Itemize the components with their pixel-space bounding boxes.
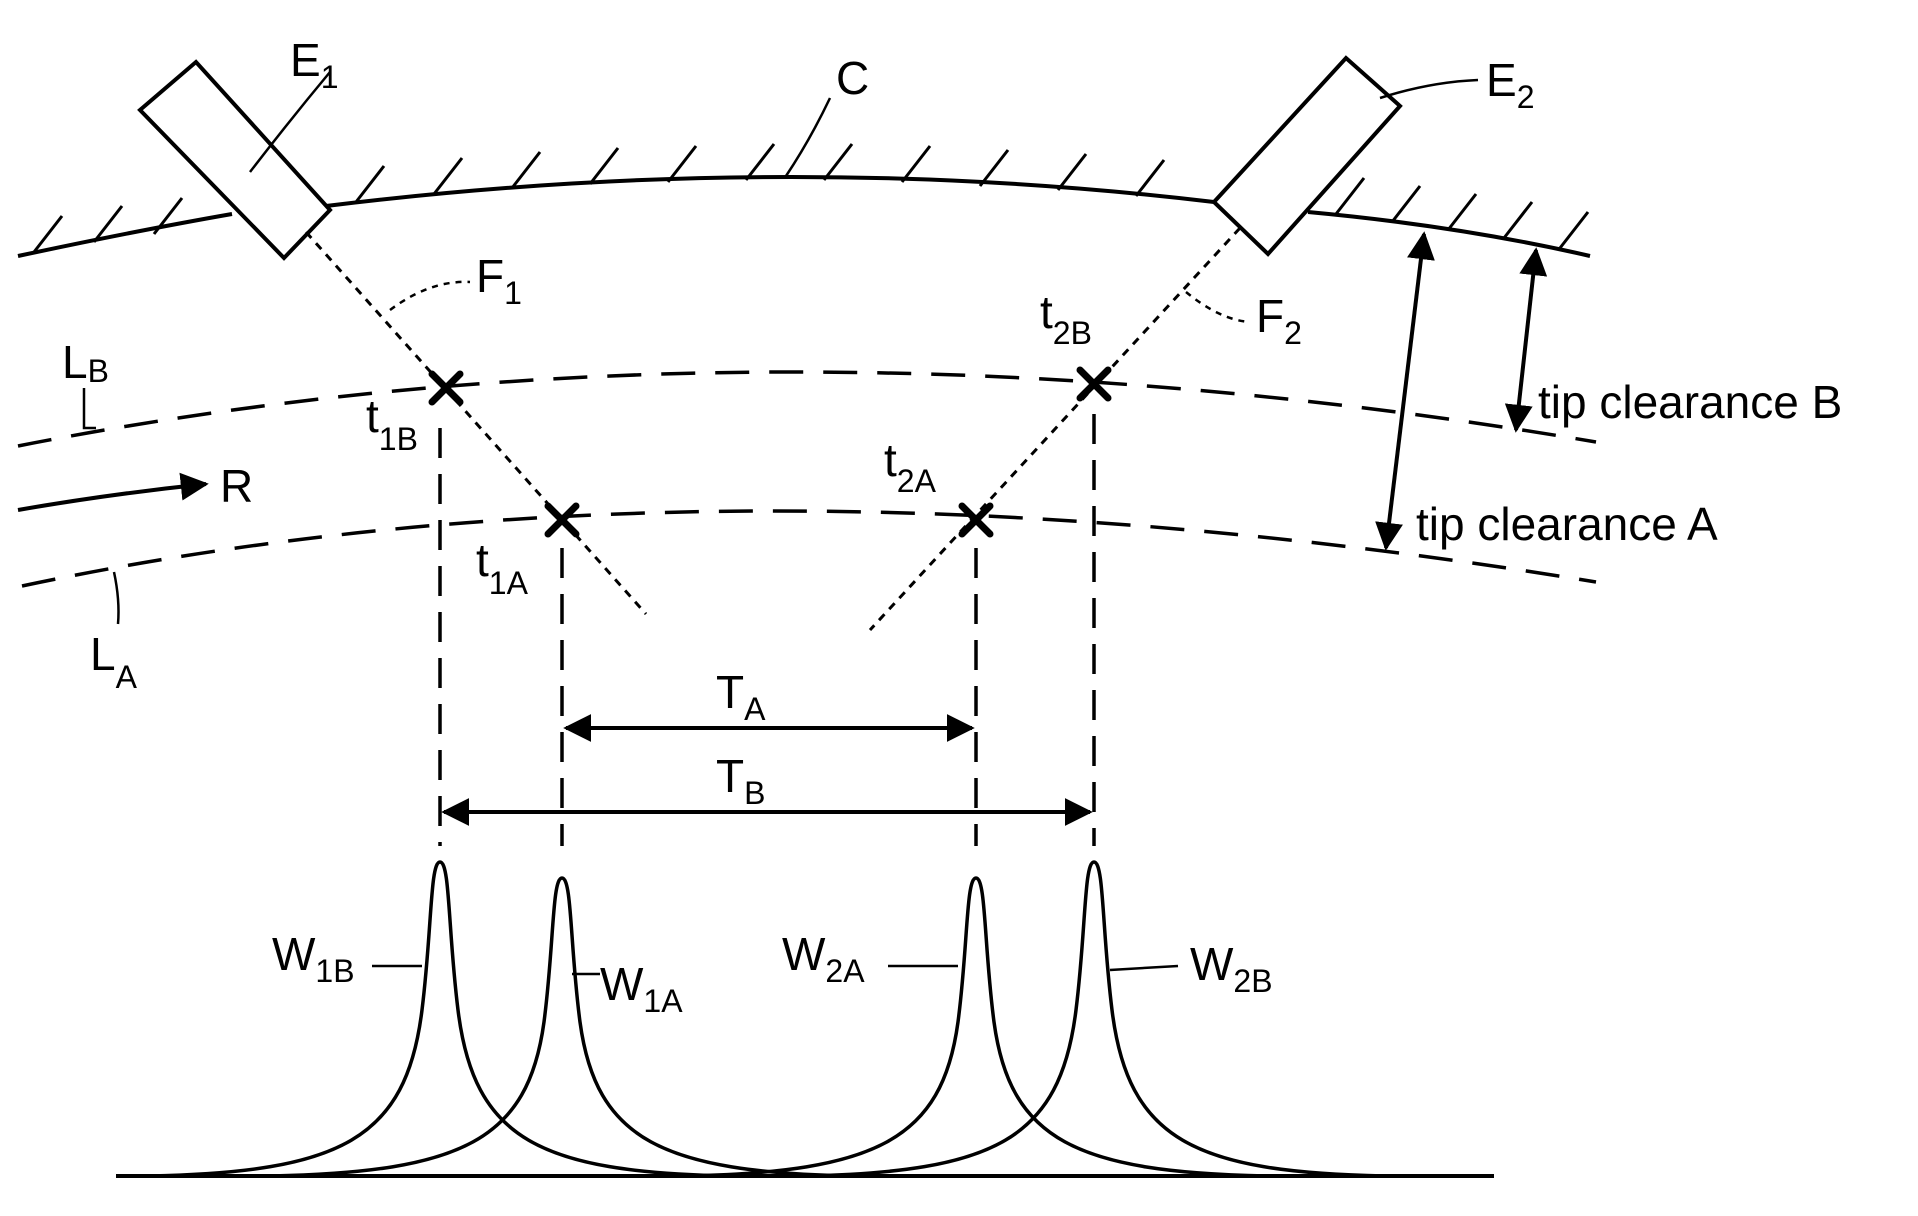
- label-interval-ta: TA: [716, 666, 766, 727]
- label-peak-w2b: W2B: [1190, 938, 1273, 999]
- emitter-probe-1: [140, 62, 330, 258]
- label-tip-clearance-a: tip clearance A: [1416, 498, 1718, 550]
- casing-wall-right: [1308, 212, 1590, 256]
- crossing-t2a: [962, 506, 990, 534]
- signal-peak-w2a: [686, 878, 1266, 1176]
- emitter-probe-2: [1214, 58, 1400, 254]
- label-t1a: t1A: [476, 534, 529, 601]
- leader-lines: [84, 72, 1478, 974]
- crossing-t1a: [548, 506, 576, 534]
- label-emitter-1: E1: [290, 34, 338, 95]
- label-t2b: t2B: [1040, 286, 1092, 351]
- crossing-t1b: [432, 374, 460, 402]
- label-tip-clearance-b: tip clearance B: [1538, 376, 1842, 428]
- label-t1b: t1B: [366, 390, 418, 457]
- label-peak-w2a: W2A: [782, 928, 865, 989]
- tip-path-line-a: [22, 511, 1596, 586]
- beam-f2: [870, 228, 1240, 630]
- label-peak-w1b: W1B: [272, 928, 355, 989]
- label-peak-w1a: W1A: [600, 958, 683, 1019]
- label-beam-2: F2: [1256, 290, 1302, 351]
- tip-path-line-b: [18, 372, 1596, 446]
- signal-peak-w1b: [150, 862, 730, 1176]
- label-interval-tb: TB: [716, 750, 765, 811]
- label-line-b: LB: [62, 336, 109, 389]
- label-line-a: LA: [90, 628, 138, 695]
- casing-wall-left: [18, 214, 232, 256]
- signal-peak-w1a: [272, 878, 852, 1176]
- label-casing: C: [836, 52, 869, 104]
- casing-hatching: [34, 144, 1588, 252]
- signal-peak-w2b: [804, 862, 1384, 1176]
- label-t2a: t2A: [884, 434, 937, 499]
- casing-wall-center: [326, 177, 1214, 206]
- rotation-arrow: [18, 484, 206, 510]
- label-beam-1: F1: [476, 250, 522, 311]
- label-rotation: R: [220, 460, 253, 512]
- label-emitter-2: E2: [1486, 54, 1534, 115]
- casing: [18, 144, 1590, 256]
- tip-clearance-b-arrow: [1516, 250, 1536, 430]
